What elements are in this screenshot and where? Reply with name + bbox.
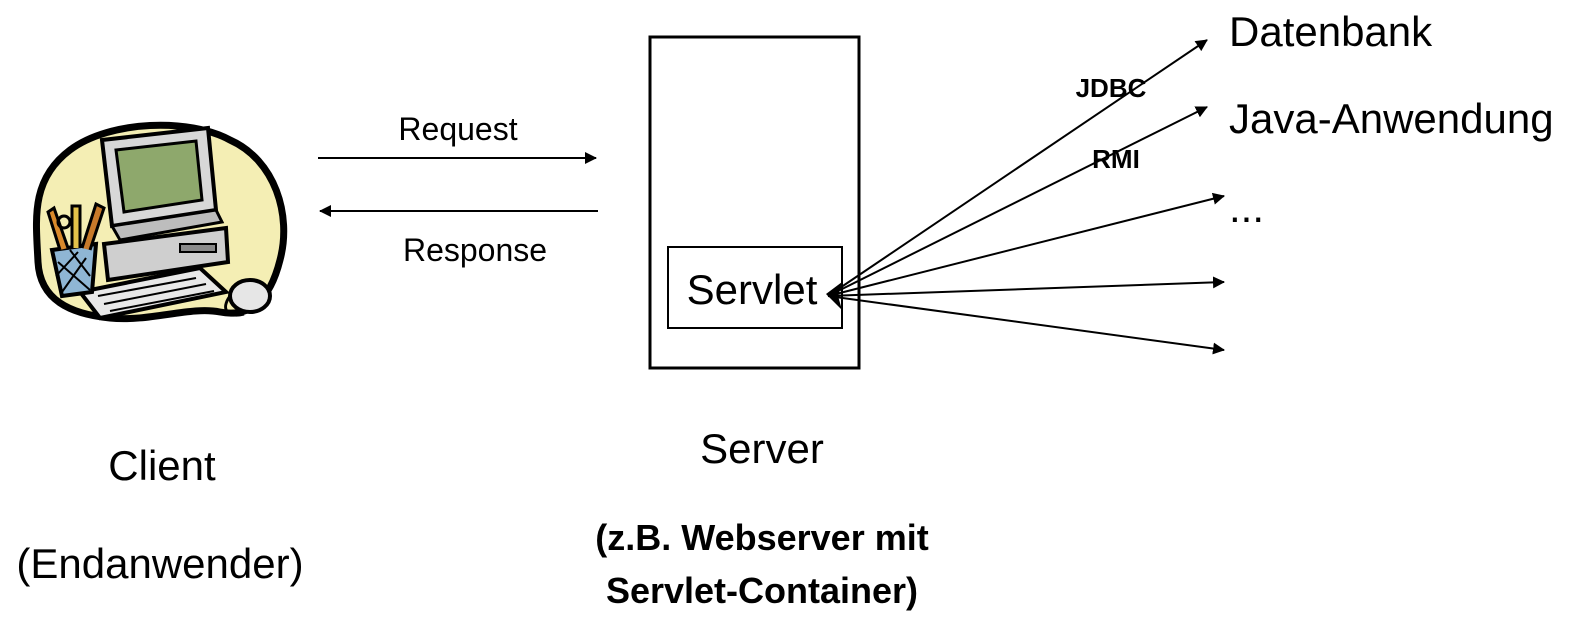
servlet-label: Servlet (687, 266, 818, 313)
target-database: Datenbank (1229, 8, 1433, 55)
jdbc-label: JDBC (1076, 73, 1147, 103)
target-more: ... (1229, 184, 1264, 231)
server-caption-line2: Servlet-Container) (606, 570, 918, 611)
servlet-inbound-arrowhead (826, 282, 842, 310)
client-title: Client (108, 442, 216, 489)
connection-arrow-5 (827, 295, 1225, 355)
more-connection-arrow (827, 192, 1225, 297)
rmi-label: RMI (1092, 144, 1140, 174)
request-label: Request (398, 111, 517, 147)
connection-arrow-4 (827, 276, 1225, 297)
client-subtitle: (Endanwender) (16, 540, 303, 587)
jdbc-connection-arrow (827, 39, 1208, 297)
response-label: Response (403, 232, 547, 268)
rmi-connection-arrow (827, 106, 1208, 297)
server-caption-line1: (z.B. Webserver mit (595, 517, 928, 558)
target-java-app: Java-Anwendung (1229, 95, 1554, 142)
server-title: Server (700, 425, 824, 472)
computer-icon (33, 121, 288, 323)
